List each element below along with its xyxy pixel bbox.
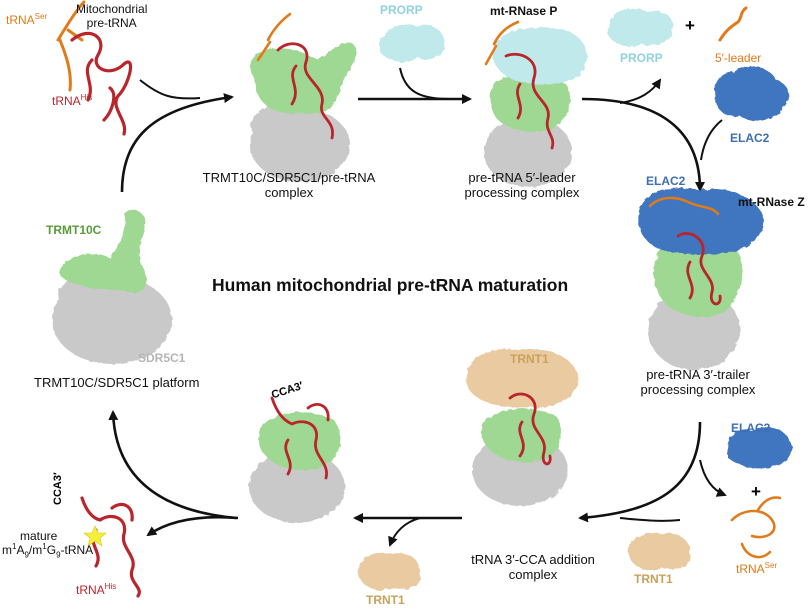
platform-caption: TRMT10C/SDR5C1 platform (34, 375, 200, 390)
arrow-elac2-join (700, 119, 723, 161)
prorp-top-label: PRORP (380, 3, 423, 17)
complex-mt-rnase-p (484, 27, 588, 187)
five-leader-complex-caption: pre-tRNA 5′-leader processing complex (464, 170, 580, 200)
arrow-platform-to-top (120, 93, 234, 193)
complex-cca-addition (466, 348, 579, 506)
complex-post-cca (249, 412, 345, 523)
elac2-incoming-label: ELAC2 (730, 131, 770, 145)
platform-structure (52, 209, 172, 364)
complex-post-cca-trna (270, 396, 330, 480)
released-elac2 (727, 427, 792, 469)
arrow-release-trnt1 (388, 517, 421, 547)
free-pre-trna (56, 0, 133, 136)
diagram-title: Human mitochondrial pre-tRNA maturation (212, 275, 569, 295)
trnt1-bound-label: TRNT1 (510, 352, 549, 366)
mt-rnase-z-label: mt-RNase Z (738, 195, 805, 209)
mito-pre-trna-label: Mitochondrial pre-tRNA (76, 2, 148, 30)
released-prorp (608, 8, 673, 47)
complex-mt-rnase-z (638, 188, 764, 370)
arrow-trnt1-join (619, 517, 681, 522)
free-prorp (380, 24, 445, 62)
trmt10c-complex-caption: TRMT10C/SDR5C1/pre-tRNA complex (202, 170, 376, 200)
complex-cca-trna (508, 392, 552, 466)
arrow-release-elac2 (699, 459, 727, 497)
arrow-mid-to-platform (108, 410, 237, 520)
mature-trna-label: mature m1A9/m1G9-tRNA (2, 529, 94, 560)
cca-complex-caption: tRNA 3′-CCA addition complex (471, 552, 595, 582)
complex-z-trna (648, 196, 722, 306)
sdr5c1-label: SDR5C1 (138, 351, 186, 365)
star-icon (83, 525, 107, 547)
trnt1-released-label: TRNT1 (366, 593, 405, 607)
prorp-released-label: PRORP (620, 51, 663, 65)
trnt1-incoming-label: TRNT1 (634, 572, 673, 586)
released-5-leader (718, 6, 748, 42)
complex-p-trna (484, 20, 555, 150)
mature-trna-name: m1A9/m1G9-tRNA (2, 541, 94, 560)
arrow-5leader-to-rnasez (581, 97, 705, 192)
elac2-released-label: ELAC2 (731, 421, 771, 435)
complex-top-trna (256, 12, 334, 140)
trna-ser-top-label: tRNASer (6, 12, 48, 27)
trailer-complex-caption: pre-tRNA 3′-trailer processing complex (640, 367, 756, 397)
trna-his-top-label: tRNAHis (52, 93, 93, 108)
complex-trmt10c-sdr5c1-pretrna (249, 42, 357, 182)
released-trna-ser (730, 496, 782, 559)
trmt10c-label: TRMT10C (46, 223, 102, 237)
cycle-arrows (108, 67, 727, 547)
arrow-prorp-join (399, 67, 451, 100)
trna-his-bottom-label: tRNAHis (76, 582, 117, 597)
free-trnt1 (628, 532, 691, 570)
plus-bottom-label: + (751, 482, 761, 501)
free-elac2 (714, 66, 790, 121)
released-trnt1 (358, 552, 421, 590)
trna-ser-bottom-label: tRNASer (736, 561, 778, 576)
cca-left-label: CCA3′ (52, 472, 64, 505)
five-leader-label: 5′-leader (715, 51, 762, 65)
elac2-bound-label: ELAC2 (646, 174, 686, 188)
plus-top-label: + (685, 16, 695, 35)
arrow-release-prorp (619, 78, 662, 104)
mt-rnase-p-label: mt-RNase P (490, 4, 558, 18)
arrow-trailer-to-cca (578, 421, 702, 523)
arrow-mid-to-mature (146, 515, 239, 537)
arrow-pretrna-join (139, 79, 201, 100)
